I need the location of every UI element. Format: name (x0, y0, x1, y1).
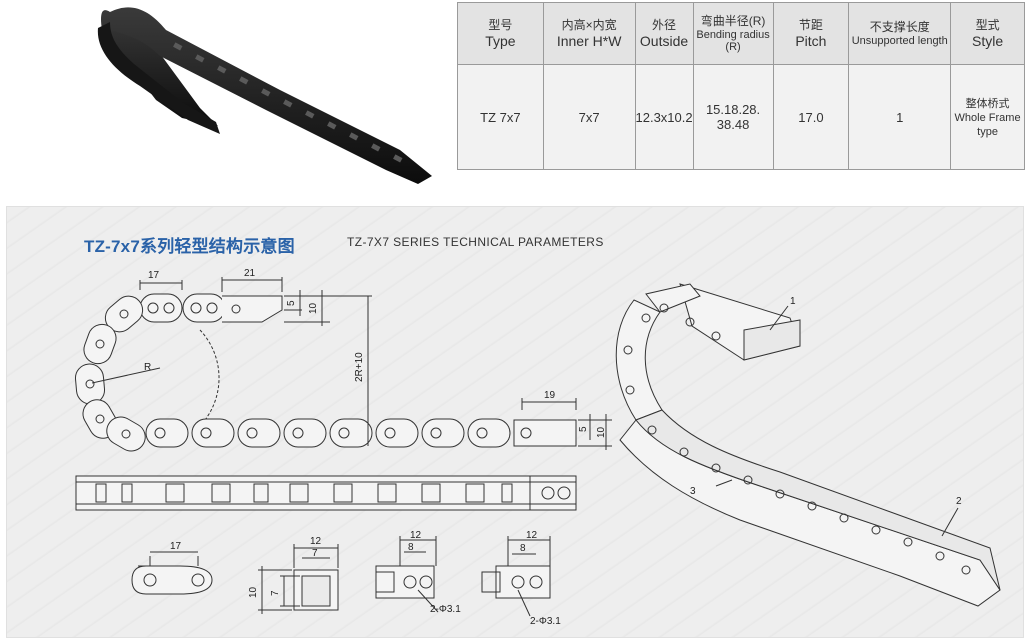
isometric-link-marks (623, 303, 971, 575)
header-radius: 弯曲半径(R)Bending radius (R) (692, 2, 774, 65)
dim-right-h-small: 5 (578, 426, 589, 432)
detail-link (131, 551, 213, 595)
dim-hole1-note: 2-Φ3.1 (430, 604, 461, 615)
dim-hole2-outer: 12 (526, 530, 538, 541)
cell-unsupported: 1 (848, 64, 952, 170)
side-view-bend-links (74, 295, 146, 452)
cell-radius: 15.18.28.38.48 (692, 64, 774, 170)
top-view-strip (75, 475, 577, 511)
dim-2r10: 2R+10 (354, 352, 365, 382)
dim-section-width: 12 (310, 536, 322, 547)
isometric-chain-view (615, 283, 1001, 607)
dim-section-inner-w: 7 (312, 548, 318, 559)
drag-chain-photo (97, 7, 432, 184)
dim-hole1-outer: 12 (410, 530, 422, 541)
cell-outside: 12.3x10.2 (634, 64, 694, 170)
dim-hole2-inner: 8 (520, 543, 526, 554)
dim-link-pitch: 17 (170, 541, 182, 552)
spec-table-row: TZ 7x7 7x7 12.3x10.2 15.18.28.38.48 17.0… (457, 64, 1025, 170)
dim-top-h-small: 5 (286, 300, 297, 306)
dim-top-pitch: 17 (148, 270, 160, 281)
dim-end-length: 21 (244, 268, 256, 279)
dim-section-inner-h: 7 (270, 590, 281, 596)
callout-1: 1 (790, 296, 796, 307)
dim-section-outer-h: 10 (248, 586, 259, 598)
dim-right-h-large: 10 (596, 426, 607, 438)
dim-radius: R (144, 362, 151, 373)
callout-3: 3 (690, 486, 696, 497)
cell-inner: 7x7 (542, 64, 636, 170)
detail-cross-section (258, 544, 339, 614)
cell-pitch: 17.0 (772, 64, 850, 170)
dim-hole2-note: 2-Φ3.1 (530, 616, 561, 627)
detail-hole-view-1 (375, 536, 439, 613)
cell-type: TZ 7x7 (457, 64, 544, 170)
panel-subtitle: TZ-7X7 SERIES TECHNICAL PARAMETERS (347, 235, 604, 249)
detail-hole-view-2 (481, 536, 551, 617)
panel-title: TZ-7x7系列轻型结构示意图 (84, 237, 295, 256)
dim-right-length: 19 (544, 390, 556, 401)
callout-2: 2 (956, 496, 962, 507)
side-view-lower-links (145, 418, 577, 448)
side-view-upper-links (139, 293, 283, 323)
dim-top-h-large: 10 (308, 302, 319, 314)
dim-hole1-inner: 8 (408, 542, 414, 553)
